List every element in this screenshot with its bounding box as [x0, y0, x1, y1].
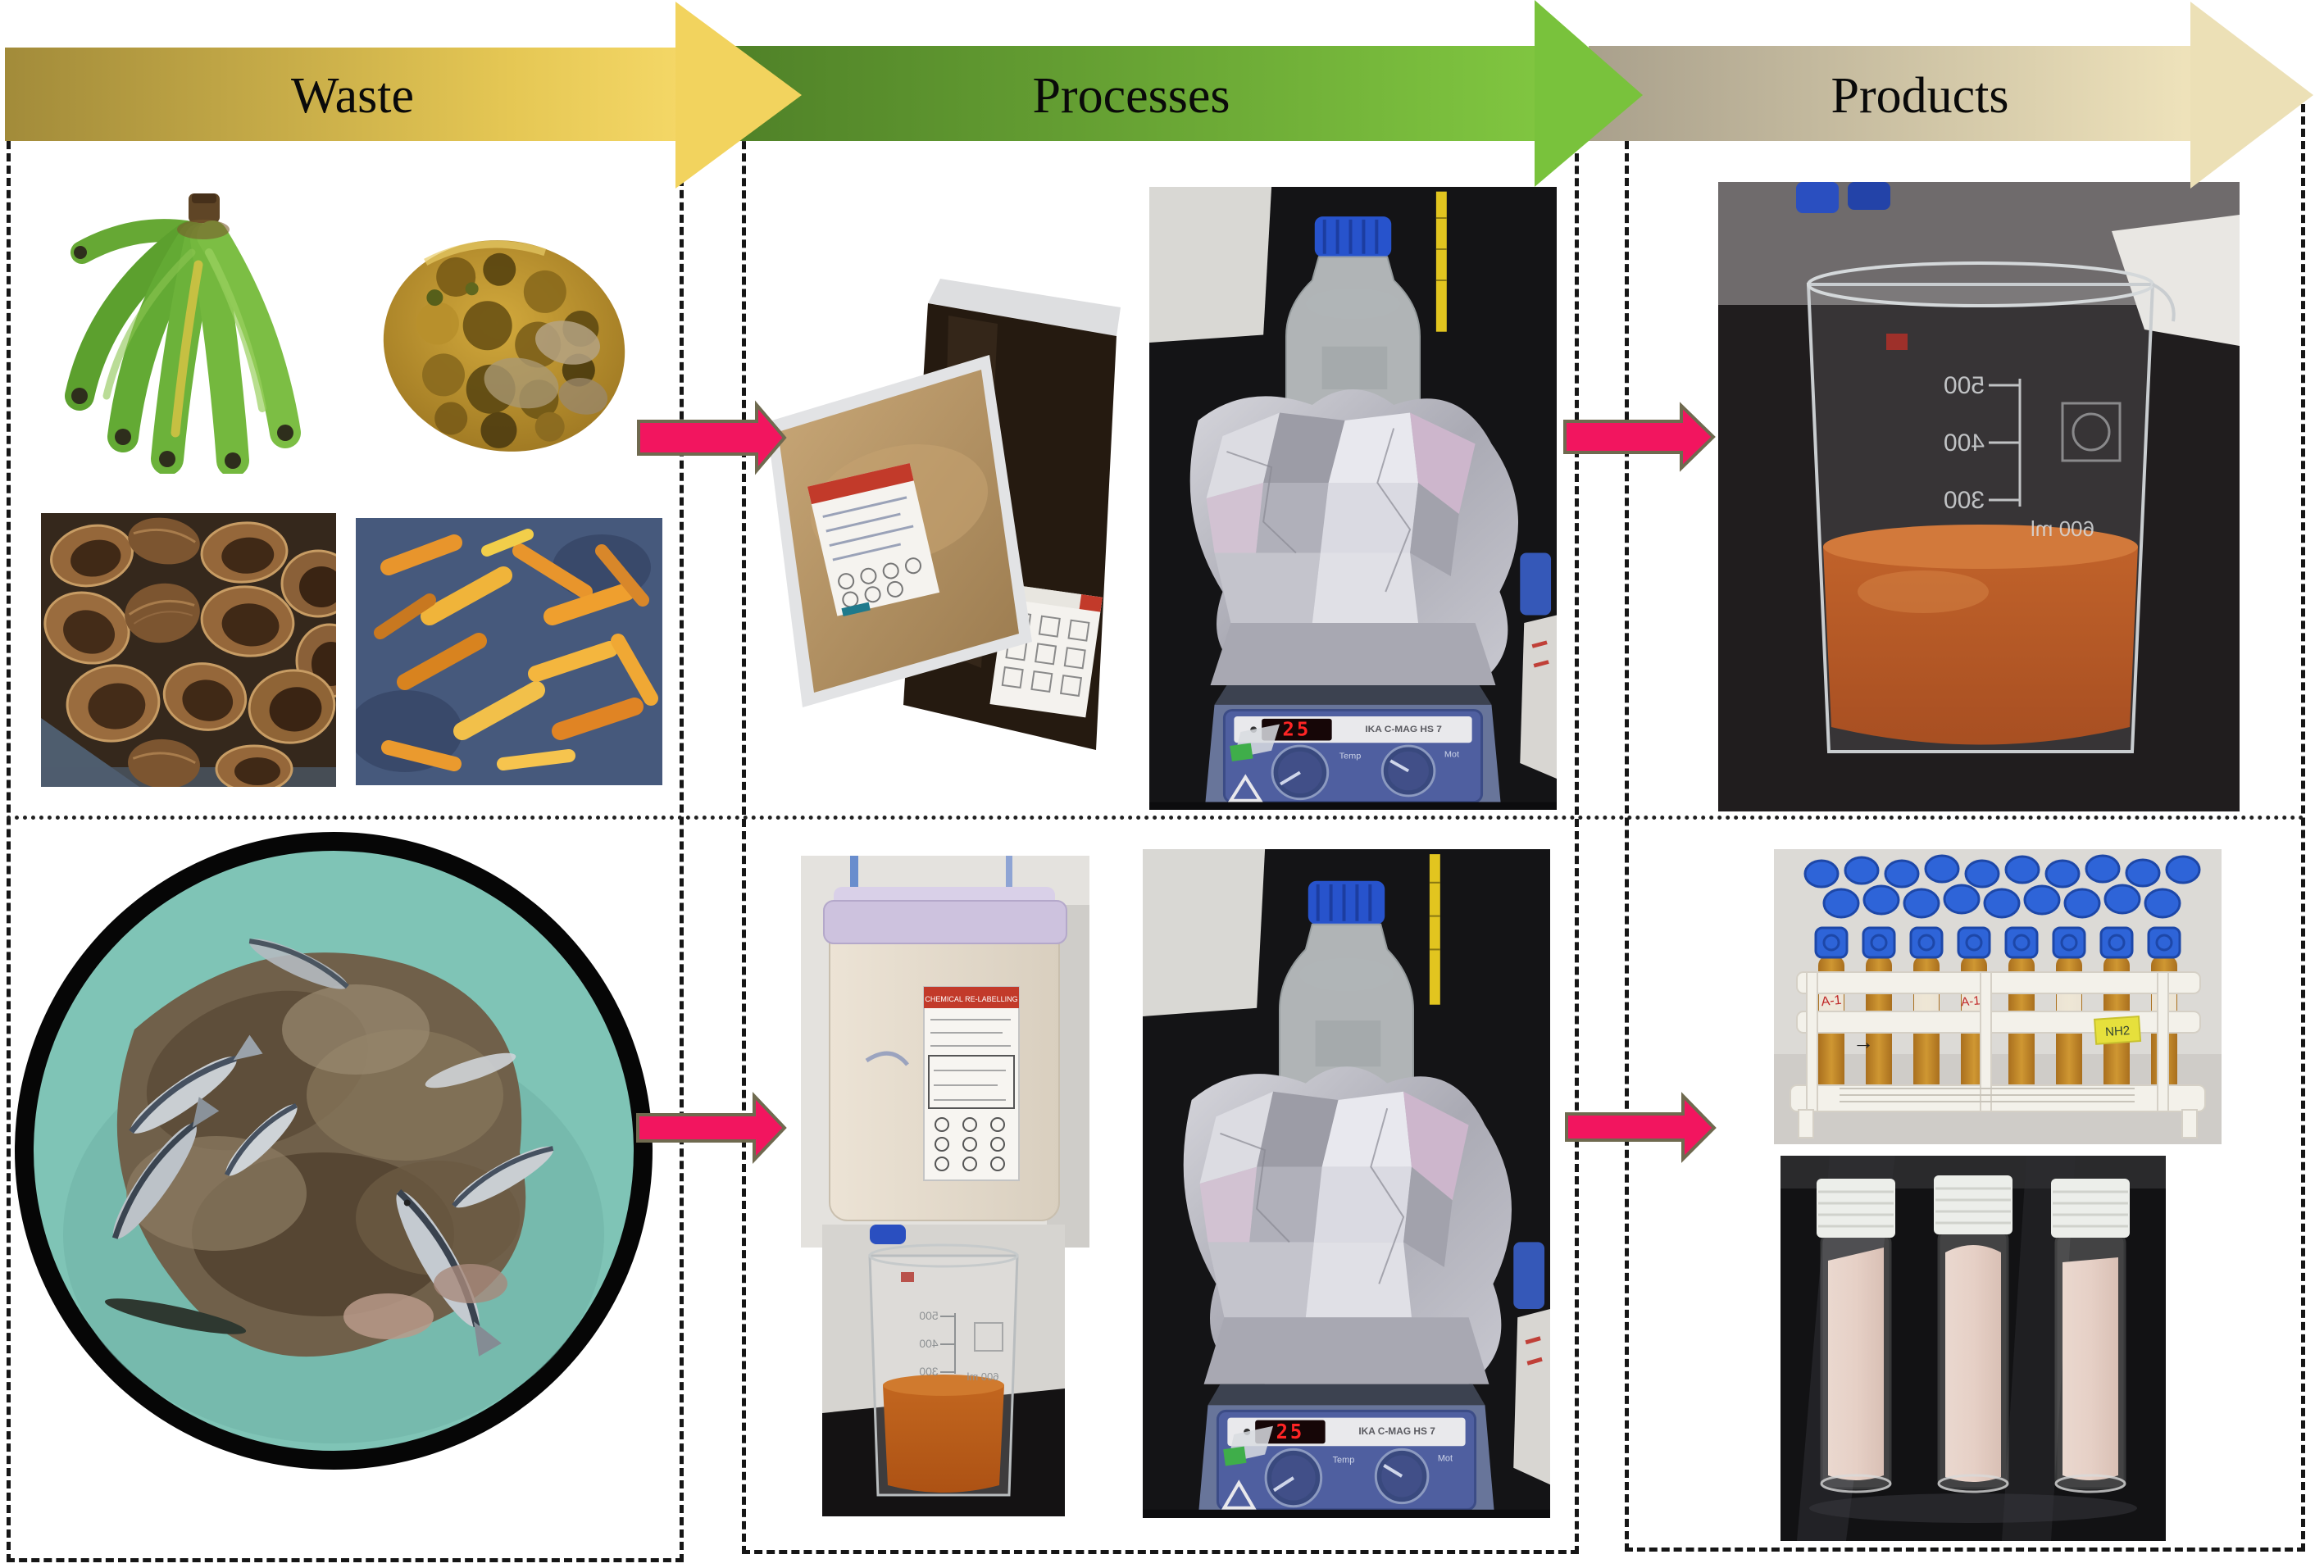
red-mark [1886, 334, 1908, 350]
powder-vial-3 [2051, 1179, 2130, 1493]
waste-banner-label: Waste [291, 68, 414, 124]
fish-bodies [104, 939, 554, 1357]
tan-powder-bag [766, 355, 1032, 707]
orange-liquid-small [883, 1375, 1004, 1493]
glass-logo-box [2061, 402, 2122, 462]
products-banner-label: Products [1831, 68, 2009, 124]
photo-green-bananas [43, 187, 342, 474]
paper-wipe [2112, 215, 2240, 346]
products-banner-body [1589, 46, 2195, 141]
blue-cap-background-1 [1796, 182, 1839, 213]
photo-reagent-container: CHEMICAL RE-LABELLING [801, 856, 1089, 1248]
blue-cap-background [870, 1225, 906, 1244]
capacity-label: 600 ml [2031, 516, 2094, 541]
photo-fish-waste [11, 825, 656, 1477]
banner-arrows: Waste Processes Products [5, 0, 2313, 189]
grad-small-400: 400 [919, 1337, 939, 1350]
photo-rotten-pineapple [361, 215, 648, 479]
tan-bag-label [807, 462, 940, 616]
rack-mesh [1840, 1088, 2135, 1102]
processes-banner-label: Processes [1032, 68, 1230, 124]
products-banner-arrowhead [2190, 2, 2313, 189]
photo-dried-fruit-slices [356, 518, 662, 785]
processes-banner-body [703, 46, 1541, 141]
waste-banner-arrowhead [675, 2, 802, 189]
rack-arrow-mark: → [1853, 1029, 1874, 1054]
pineapple-mottling [416, 252, 608, 448]
back-row-caps [1803, 854, 2201, 919]
handwriting-mark [865, 1051, 909, 1066]
hazard-pictograms [935, 1117, 1005, 1171]
container-label: CHEMICAL RE-LABELLING [923, 986, 1020, 1181]
grad-small-500: 500 [919, 1309, 939, 1322]
glass-logo-box-small [974, 1322, 1003, 1352]
beaker-graduations: 500 400 300 600 ml [1944, 372, 2122, 541]
banana-bunch [65, 193, 301, 474]
photo-coconut-shells [41, 513, 336, 787]
photo-stirrer-setup-row1 [1149, 187, 1557, 810]
photo-test-tube-rack: A-1 A-12 [1774, 849, 2222, 1144]
powder-vial-1 [1817, 1179, 1895, 1493]
processes-banner-arrowhead [1535, 0, 1643, 187]
banana-tips [71, 246, 293, 469]
powder-vial-2 [1934, 1175, 2012, 1493]
pineapple-body [383, 240, 625, 452]
beaker-spout [2152, 283, 2176, 322]
grad-small-300: 300 [919, 1365, 939, 1378]
waste-banner-body [5, 48, 679, 141]
powder-container: CHEMICAL RE-LABELLING [823, 887, 1067, 1221]
white-rack-frame: → NH2 [1790, 971, 2206, 1139]
red-mark-small [901, 1272, 914, 1282]
blue-cap-background-2 [1848, 182, 1890, 210]
yellow-sticker: NH2 [2094, 1016, 2142, 1045]
photo-extract-beaker-small: 500 400 300 600 ml [822, 1225, 1065, 1516]
grad-500: 500 [1944, 372, 1985, 399]
coconut-shell-pile [43, 517, 336, 787]
yellow-sticker-label: NH2 [2105, 1024, 2131, 1039]
photo-powder-vials [1781, 1156, 2166, 1541]
grad-300: 300 [1944, 487, 1985, 514]
row-divider [7, 816, 2305, 820]
beaker-small-graduations: 500 400 300 600 ml [919, 1309, 1003, 1383]
bench-reflection [1809, 1493, 2137, 1523]
orange-liquid [1823, 525, 2138, 745]
photo-reagent-bags [752, 258, 1135, 811]
container-label-header: CHEMICAL RE-LABELLING [925, 995, 1017, 1003]
photo-extract-beaker-large: 500 400 300 600 ml [1718, 182, 2240, 811]
dried-slices [374, 529, 658, 771]
photo-stirrer-setup-row2 [1143, 849, 1550, 1518]
grad-400: 400 [1944, 429, 1985, 457]
capacity-label-small: 600 ml [966, 1370, 998, 1383]
tube-label-a1: A-1 [1821, 993, 1843, 1010]
